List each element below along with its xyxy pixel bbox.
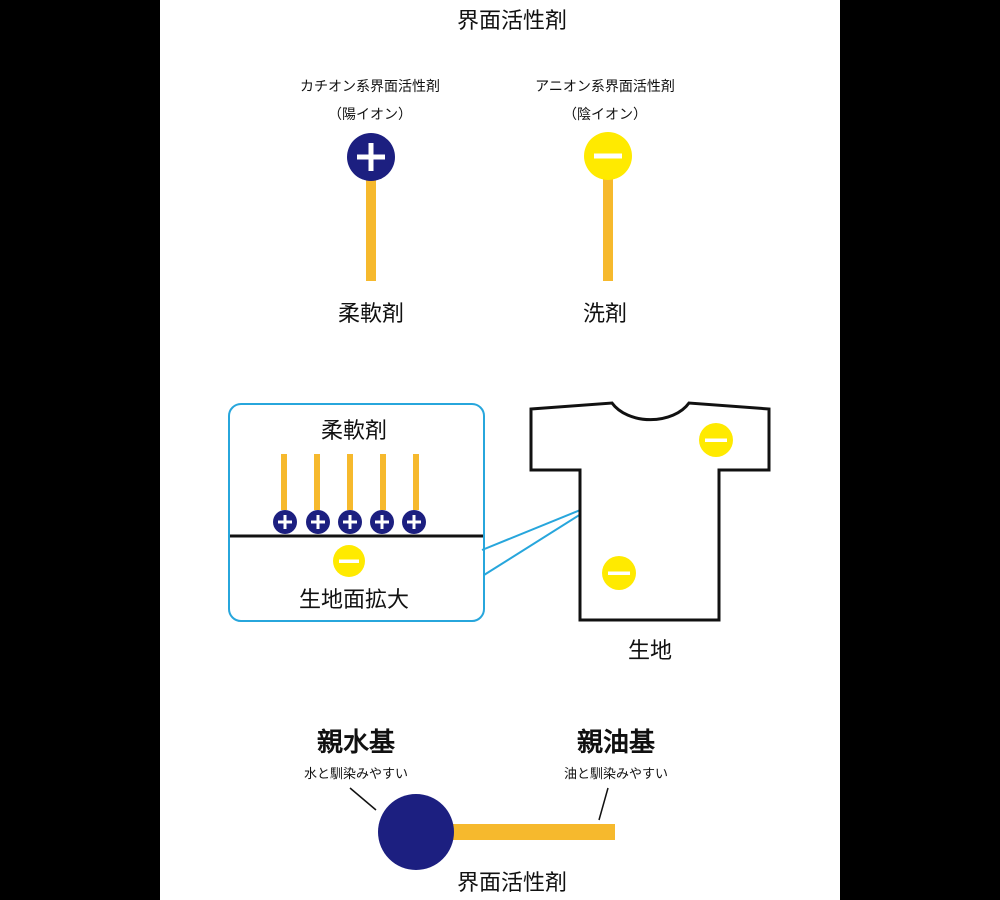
adsorbed-head-plus-icon (370, 510, 394, 534)
lipophilic-title: 親油基 (577, 728, 656, 758)
cationic-name: カチオン系界面活性剤 (300, 79, 440, 95)
diagram-title: 界面活性剤 (457, 9, 567, 34)
shirt-charge-minus-icon (699, 423, 733, 457)
cationic-ion-label: （陽イオン） (328, 107, 412, 123)
shirt-outline (529, 401, 771, 622)
cationic-tail (366, 175, 376, 281)
fabric-zoom-label: 生地面拡大 (299, 588, 409, 613)
hydrophilic-head (378, 794, 454, 870)
diagram-canvas: 界面活性剤 カチオン系界面活性剤 （陽イオン） 柔軟剤 アニオン系界面活性剤 （… (160, 0, 840, 900)
adsorbed-softener-group (273, 454, 426, 534)
anionic-name: アニオン系界面活性剤 (535, 79, 675, 95)
lipophilic-tail (445, 824, 615, 840)
softener-label: 柔軟剤 (338, 302, 404, 327)
diagram-svg: 界面活性剤 カチオン系界面活性剤 （陽イオン） 柔軟剤 アニオン系界面活性剤 （… (228, 9, 771, 896)
anionic-head-minus-icon (584, 132, 632, 180)
hydrophilic-desc: 水と馴染みやすい (304, 767, 408, 782)
fabric-charge-minus-icon (333, 545, 365, 577)
surfactant-caption: 界面活性剤 (457, 871, 567, 896)
adsorbed-head-plus-icon (306, 510, 330, 534)
anionic-tail (603, 175, 613, 281)
lipophilic-leader-line (598, 787, 609, 821)
adsorbed-head-plus-icon (402, 510, 426, 534)
detergent-label: 洗剤 (583, 302, 627, 327)
zoom-callout-box (228, 403, 485, 622)
zoom-softener-label: 柔軟剤 (321, 419, 387, 444)
lipophilic-desc: 油と馴染みやすい (564, 767, 668, 782)
adsorbed-head-plus-icon (338, 510, 362, 534)
cationic-head-plus-icon (347, 133, 395, 181)
fabric-label: 生地 (628, 639, 672, 664)
shirt-charge-minus-icon (602, 556, 636, 590)
hydrophilic-title: 親水基 (317, 728, 396, 758)
hydrophilic-leader-line (349, 787, 377, 811)
anionic-ion-label: （陰イオン） (563, 107, 647, 123)
adsorbed-head-plus-icon (273, 510, 297, 534)
